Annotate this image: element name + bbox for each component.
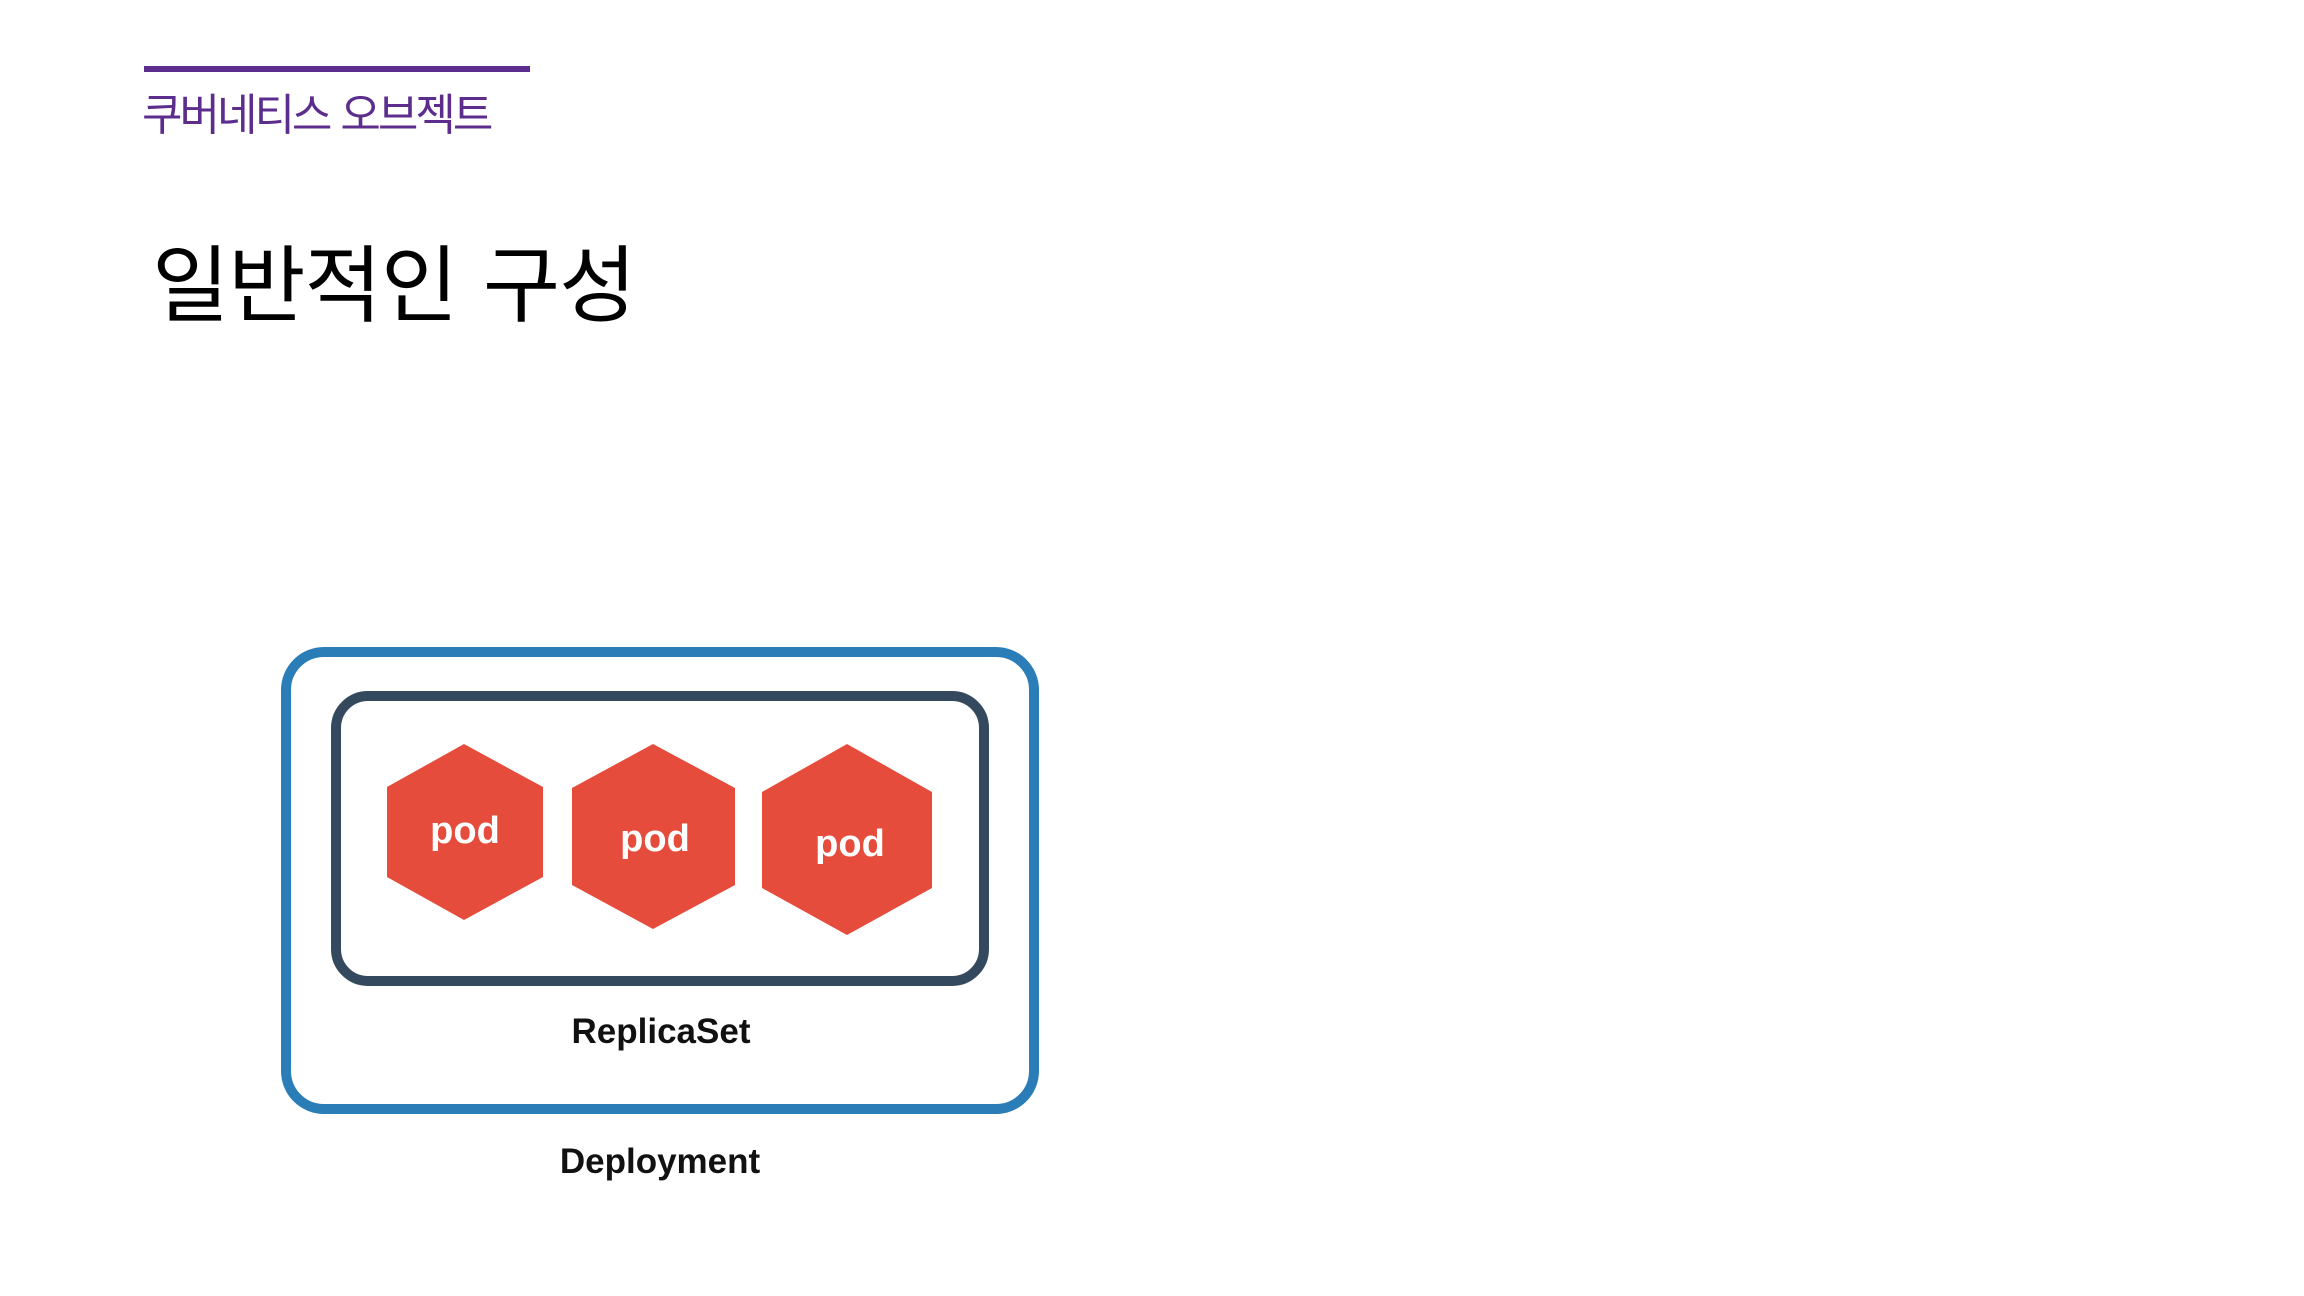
deployment-box bbox=[281, 647, 1039, 1114]
section-accent-rule bbox=[144, 66, 530, 72]
pod-label: pod bbox=[620, 818, 690, 860]
replicaset-label: ReplicaSet bbox=[572, 1012, 751, 1051]
pod-hexagon bbox=[762, 744, 932, 935]
pod-1: pod bbox=[387, 744, 543, 920]
pod-2: pod bbox=[572, 744, 735, 929]
pod-label: pod bbox=[815, 823, 885, 865]
slide-title: 일반적인 구성 bbox=[152, 237, 636, 335]
section-label: 쿠버네티스 오브젝트 bbox=[142, 90, 493, 141]
replicaset-box bbox=[331, 691, 989, 986]
pod-hexagon bbox=[572, 744, 735, 929]
pod-label: pod bbox=[430, 810, 500, 852]
deployment-label: Deployment bbox=[560, 1142, 761, 1181]
pod-3: pod bbox=[762, 744, 932, 935]
pod-hexagon bbox=[387, 744, 543, 920]
